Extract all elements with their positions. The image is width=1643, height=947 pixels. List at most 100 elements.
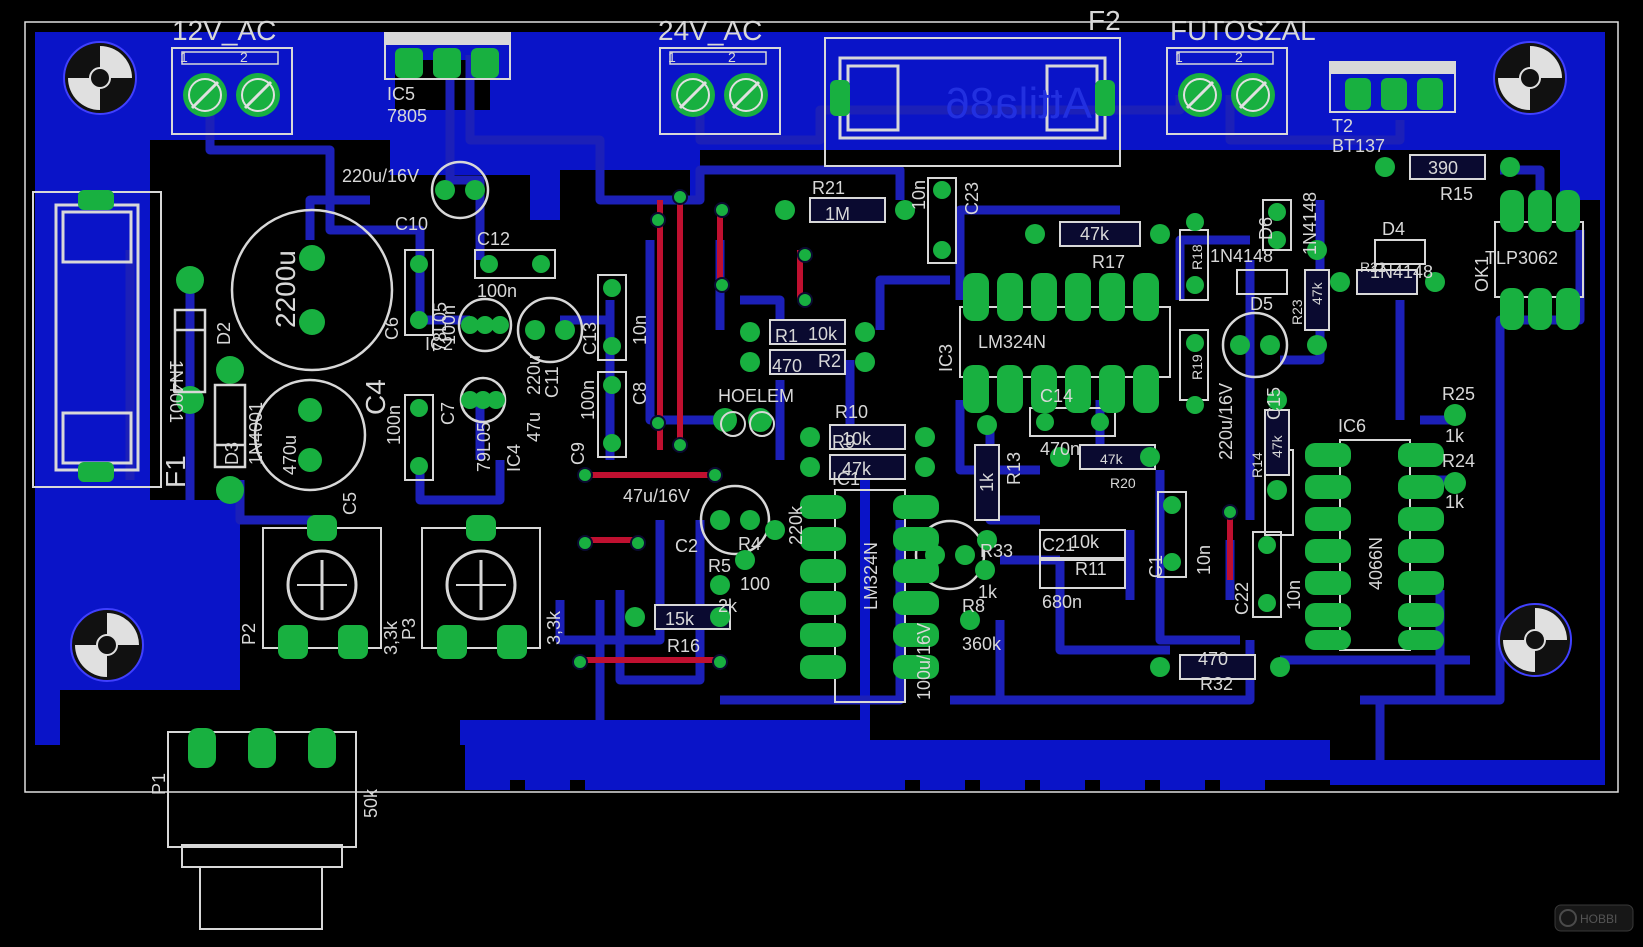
svg-text:15k: 15k	[665, 609, 695, 629]
svg-text:78L05: 78L05	[430, 302, 450, 352]
svg-text:C9: C9	[568, 442, 588, 465]
svg-text:3,3k: 3,3k	[544, 610, 564, 645]
svg-text:OK1: OK1	[1472, 256, 1492, 292]
svg-text:100: 100	[740, 574, 770, 594]
svg-text:2: 2	[728, 49, 736, 65]
svg-text:1N4001: 1N4001	[166, 360, 186, 423]
svg-text:P1: P1	[149, 773, 169, 795]
diodes-d2-d3	[173, 308, 247, 469]
svg-text:R18: R18	[1189, 244, 1205, 270]
svg-text:C22: C22	[1232, 582, 1252, 615]
svg-text:IC5: IC5	[387, 84, 415, 104]
svg-text:50k: 50k	[361, 788, 381, 818]
svg-text:C6: C6	[382, 317, 402, 340]
svg-text:220u: 220u	[524, 355, 544, 395]
svg-text:T2: T2	[1332, 116, 1353, 136]
svg-text:4066N: 4066N	[1366, 537, 1386, 590]
svg-text:470: 470	[1198, 649, 1228, 669]
svg-text:10n: 10n	[1284, 580, 1304, 610]
svg-text:R2: R2	[818, 351, 841, 371]
svg-text:IC6: IC6	[1338, 416, 1366, 436]
svg-text:LM324N: LM324N	[861, 542, 881, 610]
svg-text:100n: 100n	[439, 305, 459, 345]
svg-text:7805: 7805	[387, 106, 427, 126]
svg-text:3,3k: 3,3k	[381, 620, 401, 655]
logo-text: HOBBI	[1580, 912, 1617, 926]
svg-text:2: 2	[240, 49, 248, 65]
ic1-dip	[800, 489, 939, 703]
watermark: Attila86	[945, 79, 1092, 128]
ic5-regulator	[384, 32, 511, 80]
svg-text:100n: 100n	[477, 281, 517, 301]
svg-text:2k: 2k	[718, 596, 738, 616]
svg-text:C23: C23	[962, 182, 982, 215]
svg-text:79L05: 79L05	[474, 422, 494, 472]
svg-text:D5: D5	[1250, 294, 1273, 314]
svg-text:1k: 1k	[977, 472, 997, 492]
svg-text:R8: R8	[962, 596, 985, 616]
ok1-optocoupler	[1494, 190, 1584, 330]
cap-pads	[298, 180, 1280, 565]
svg-text:360k: 360k	[962, 634, 1002, 654]
svg-text:1M: 1M	[825, 204, 850, 224]
svg-text:100n: 100n	[578, 380, 598, 420]
svg-text:D3: D3	[222, 442, 242, 465]
svg-text:47k: 47k	[1080, 224, 1110, 244]
svg-text:P2: P2	[239, 623, 259, 645]
svg-text:1: 1	[668, 49, 676, 65]
resistor-pads	[176, 157, 1520, 677]
label-24v-ac: 24V_AC	[658, 15, 762, 46]
fuse-f2	[824, 37, 1121, 167]
board-outline	[24, 21, 1619, 793]
svg-text:R20: R20	[1110, 475, 1136, 491]
pot-p1	[167, 728, 357, 930]
svg-text:680n: 680n	[1042, 592, 1082, 612]
svg-text:R14: R14	[1249, 452, 1265, 478]
svg-text:C12: C12	[477, 229, 510, 249]
svg-text:C11: C11	[542, 366, 562, 398]
svg-text:IC1: IC1	[832, 469, 860, 489]
svg-text:IC3: IC3	[936, 344, 956, 372]
svg-text:LM324N: LM324N	[978, 332, 1046, 352]
svg-text:390: 390	[1428, 158, 1458, 178]
svg-text:1N4148: 1N4148	[1300, 192, 1320, 255]
svg-text:C13: C13	[580, 322, 600, 355]
svg-text:47k: 47k	[1269, 434, 1285, 458]
svg-text:IC2: IC2	[425, 334, 453, 354]
svg-text:R13: R13	[1004, 452, 1024, 485]
svg-text:100u/16V: 100u/16V	[914, 623, 934, 700]
hoelem-pads	[720, 411, 775, 437]
svg-text:P3: P3	[399, 618, 419, 640]
svg-text:R9: R9	[832, 432, 855, 452]
terminal-futoszal	[1166, 47, 1288, 135]
vias	[572, 189, 1238, 670]
silkscreen-labels: 12V_AC 1 2 24V_AC 1 2 FUTOSZAL 1 2 F2 At…	[149, 5, 1558, 818]
svg-text:10n: 10n	[909, 180, 929, 210]
svg-text:R16: R16	[667, 636, 700, 656]
svg-text:470: 470	[772, 356, 802, 376]
svg-text:R5: R5	[708, 556, 731, 576]
fuse-f1	[32, 190, 162, 488]
svg-text:C1: C1	[1146, 555, 1166, 578]
mounting-holes	[63, 41, 1572, 682]
t2-triac	[1329, 61, 1456, 113]
label-futoszal: FUTOSZAL	[1170, 15, 1316, 46]
svg-text:HOELEM: HOELEM	[718, 386, 794, 406]
svg-text:R10: R10	[835, 402, 868, 422]
ic6-dip	[1305, 439, 1444, 651]
svg-text:C8: C8	[630, 382, 650, 405]
svg-text:10k: 10k	[1070, 532, 1100, 552]
svg-text:R21: R21	[812, 178, 845, 198]
svg-text:C7: C7	[438, 402, 458, 425]
svg-text:IC4: IC4	[504, 444, 524, 472]
svg-text:470n: 470n	[1040, 439, 1080, 459]
svg-text:10k: 10k	[808, 324, 838, 344]
svg-text:R4: R4	[738, 534, 761, 554]
svg-text:C14: C14	[1040, 386, 1073, 406]
terminal-24v	[659, 47, 781, 135]
svg-text:R25: R25	[1442, 384, 1475, 404]
svg-text:1k: 1k	[1445, 492, 1465, 512]
svg-text:1k: 1k	[978, 582, 998, 602]
svg-text:C5: C5	[340, 492, 360, 515]
